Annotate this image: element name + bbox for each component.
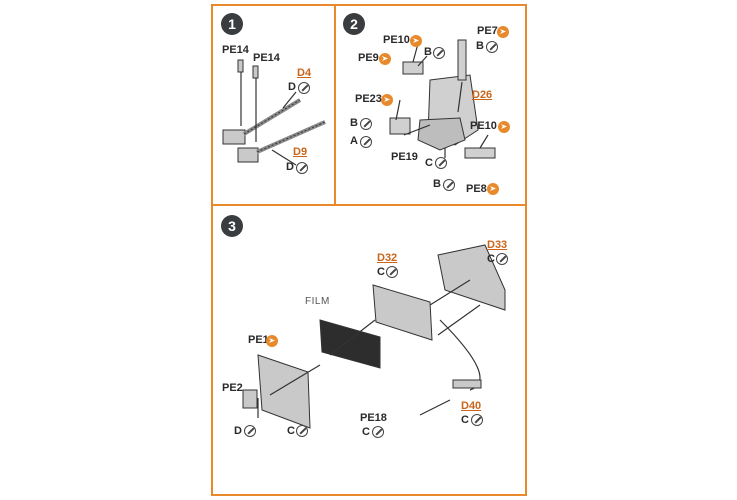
- part-label-d26: D26: [472, 89, 493, 101]
- photo-etch-icon: [487, 183, 499, 195]
- glue-icon: [244, 425, 256, 437]
- sprue-code-b-top: B: [424, 46, 432, 58]
- machine-gun-assembly: [222, 98, 326, 163]
- glue-icon: [433, 47, 445, 59]
- part-label-pe10-top: PE10: [383, 34, 410, 46]
- glue-icon: [360, 136, 372, 148]
- sprue-code-d4: D: [288, 81, 296, 93]
- part-label-pe8: PE8: [466, 183, 487, 195]
- part-label-d40: D40: [461, 400, 482, 412]
- part-label-d33: D33: [487, 239, 508, 251]
- photo-etch-icon: [381, 94, 393, 106]
- part-label-d32: D32: [377, 252, 398, 264]
- glue-icon: [435, 157, 447, 169]
- glue-icon: [296, 162, 308, 174]
- glue-icon: [471, 414, 483, 426]
- step-number-3: 3: [221, 215, 243, 237]
- photo-etch-icon: [497, 26, 509, 38]
- glue-icon: [496, 253, 508, 265]
- sprue-code-c: C: [425, 157, 433, 169]
- part-label-pe14-left: PE14: [222, 44, 249, 56]
- part-label-pe2: PE2: [222, 382, 243, 394]
- glue-icon: [486, 41, 498, 53]
- glue-icon: [386, 266, 398, 278]
- part-label-d9: D9: [293, 146, 308, 158]
- part-label-pe23: PE23: [355, 93, 382, 105]
- glue-icon: [372, 426, 384, 438]
- sprue-code-d33: C: [487, 253, 495, 265]
- sprue-code-pe18: C: [362, 426, 370, 438]
- glue-icon: [443, 179, 455, 191]
- sprue-code-b-pe7: B: [476, 40, 484, 52]
- sprue-code-a: A: [350, 135, 358, 147]
- sprue-code-b-bottom: B: [433, 178, 441, 190]
- sprue-code-b-left: B: [350, 117, 358, 129]
- part-label-pe1: PE1: [248, 334, 269, 346]
- instrument-panel-assembly: [242, 244, 506, 429]
- photo-etch-icon: [498, 121, 510, 133]
- part-label-pe19: PE19: [391, 151, 418, 163]
- sprue-code-d40: C: [461, 414, 469, 426]
- photo-etch-icon: [410, 35, 422, 47]
- part-label-pe10-bottom: PE10: [470, 120, 497, 132]
- glue-icon: [298, 82, 310, 94]
- photo-etch-icon: [379, 53, 391, 65]
- sprue-code-d9: D: [286, 161, 294, 173]
- step1-arrows: [240, 70, 297, 166]
- step-number-1: 1: [221, 13, 243, 35]
- part-label-pe9: PE9: [358, 52, 379, 64]
- sprue-code-d: D: [234, 425, 242, 437]
- part-label-pe7: PE7: [477, 25, 498, 37]
- film-label: FILM: [305, 296, 330, 307]
- glue-icon: [296, 425, 308, 437]
- part-label-d4: D4: [297, 67, 312, 79]
- photo-etch-icon: [266, 335, 278, 347]
- part-label-pe18: PE18: [360, 412, 387, 424]
- step2-arrows: [395, 39, 489, 158]
- step-number-2: 2: [343, 13, 365, 35]
- step-3-panel: [211, 204, 527, 496]
- part-label-pe14-right: PE14: [253, 52, 280, 64]
- step3-arrows: [257, 279, 481, 418]
- sprue-code-d32: C: [377, 266, 385, 278]
- seat-assembly: [389, 39, 496, 159]
- glue-icon: [360, 118, 372, 130]
- sprue-code-c: C: [287, 425, 295, 437]
